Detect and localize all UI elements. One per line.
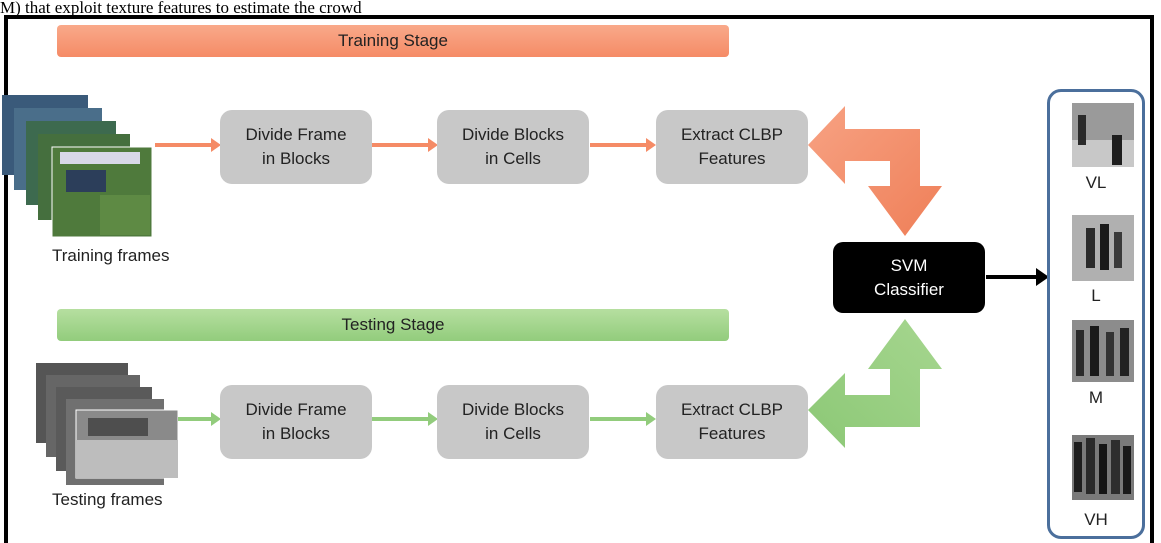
training-frames-label: Training frames	[52, 246, 170, 265]
training-stage-banner: Training Stage	[57, 25, 729, 57]
training-flow-arrows	[155, 138, 656, 152]
train-divide-blocks-box: Divide Blocks in Cells	[437, 110, 589, 184]
output-label-vh: VH	[1084, 510, 1108, 529]
output-thumbnail-vh	[1072, 435, 1134, 500]
output-label-m: M	[1088, 388, 1104, 407]
output-classes-panel	[1047, 89, 1145, 539]
training-frames-stack-icon	[2, 95, 153, 238]
output-thumbnail-l	[1072, 215, 1134, 281]
testing-to-svm-arrow	[808, 319, 942, 448]
train-extract-clbp-box: Extract CLBP Features	[656, 110, 808, 184]
svm-classifier-box: SVM Classifier	[833, 242, 985, 313]
svm-output-arrow	[986, 268, 1049, 286]
top-caption: M) that exploit texture features to esti…	[0, 0, 362, 17]
testing-flow-arrows	[178, 412, 656, 426]
test-extract-clbp-box: Extract CLBP Features	[656, 385, 808, 459]
output-label-l: L	[1091, 286, 1101, 305]
output-thumbnail-m	[1072, 320, 1134, 382]
train-divide-frame-box: Divide Frame in Blocks	[220, 110, 372, 184]
diagram-frame	[4, 15, 1154, 543]
testing-stage-banner: Testing Stage	[57, 309, 729, 341]
training-to-svm-arrow	[808, 106, 942, 236]
testing-frames-stack-icon	[36, 363, 179, 485]
output-label-vl: VL	[1085, 173, 1107, 192]
test-divide-blocks-box: Divide Blocks in Cells	[437, 385, 589, 459]
test-divide-frame-box: Divide Frame in Blocks	[220, 385, 372, 459]
testing-frames-label: Testing frames	[52, 490, 163, 509]
output-thumbnail-vl	[1072, 103, 1134, 167]
